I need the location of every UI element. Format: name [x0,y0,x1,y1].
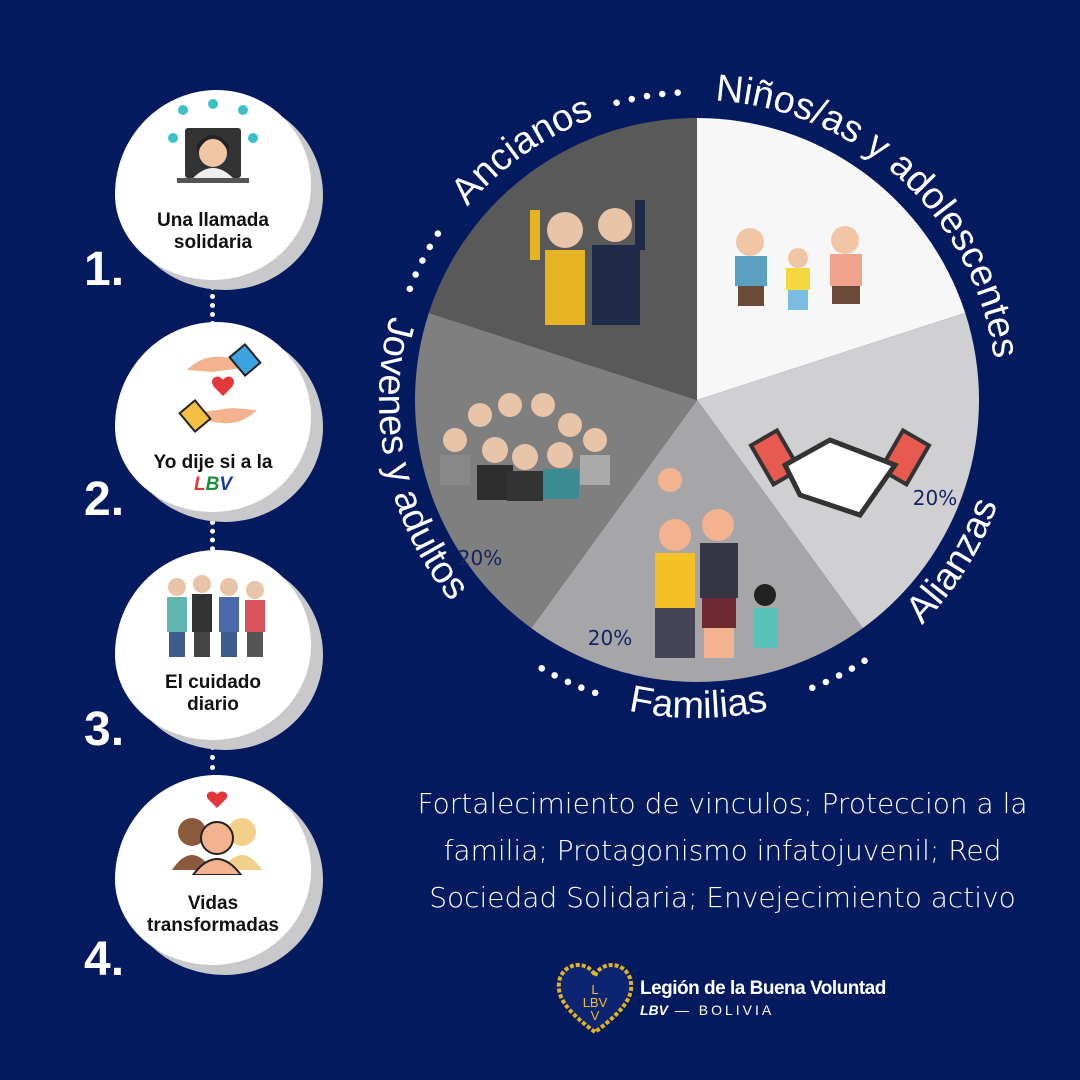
step-3-number: 3. [84,703,125,756]
logo-name: Legión de la Buena Voluntad [640,978,886,999]
step-4-number: 4. [84,933,125,986]
giving-heart-hands-icon [178,342,262,434]
svg-text:V: V [591,1008,600,1023]
elderly-couple-icon [530,200,645,325]
step-1-label: Una llamada solidaria [157,210,269,253]
dots-divider: • • • • • [531,655,603,707]
dots-divider: • • • • • [609,79,683,117]
svg-text:L: L [591,982,598,997]
children-icon [735,226,862,310]
label-familias: Familias [626,678,770,728]
lbv-brand-text: LBV [193,474,233,495]
pie-slice-familias [531,400,863,683]
logo-abbr: LBV [640,1002,668,1018]
target-groups-pie-chart: • • • • • Ancianos • • • • • Niños/as y … [370,67,1027,728]
logo-country: — BOLIVIA [674,1002,775,1018]
family-group-icon [167,575,265,657]
step-4-card: Vidas transformadas [115,775,311,965]
step-2-label-text: Yo dije si a la [153,452,273,473]
value-label: 20% [913,486,957,510]
program-description: Fortalecimiento de vinculos; Proteccion … [417,787,1028,914]
value-label: 20% [458,546,502,570]
step-3-card: El cuidado diario [115,550,311,740]
connector-1-2 [210,285,216,335]
step-1-card: Una llamada solidaria [115,90,311,280]
happy-people-heart-icon [172,791,262,875]
value-label: 20% [588,626,632,650]
step-2-number: 2. [84,473,125,526]
logo-subtitle: LBV — BOLIVIA [640,1002,774,1018]
svg-text:LBV: LBV [583,995,608,1010]
step-2-card: Yo dije si a la LBV [115,322,311,512]
handshake-icon [748,427,932,518]
adults-group-icon [440,393,610,501]
connector-3-4 [210,745,216,790]
video-call-icon [168,99,258,183]
step-3-label: El cuidado diario [164,672,262,715]
family-icon [655,468,778,658]
step-1-number: 1. [84,243,125,296]
step-4-label: Vidas transformadas [147,893,279,936]
connector-2-3 [210,520,216,560]
step-2-label: Yo dije si a la LBV [154,452,273,496]
